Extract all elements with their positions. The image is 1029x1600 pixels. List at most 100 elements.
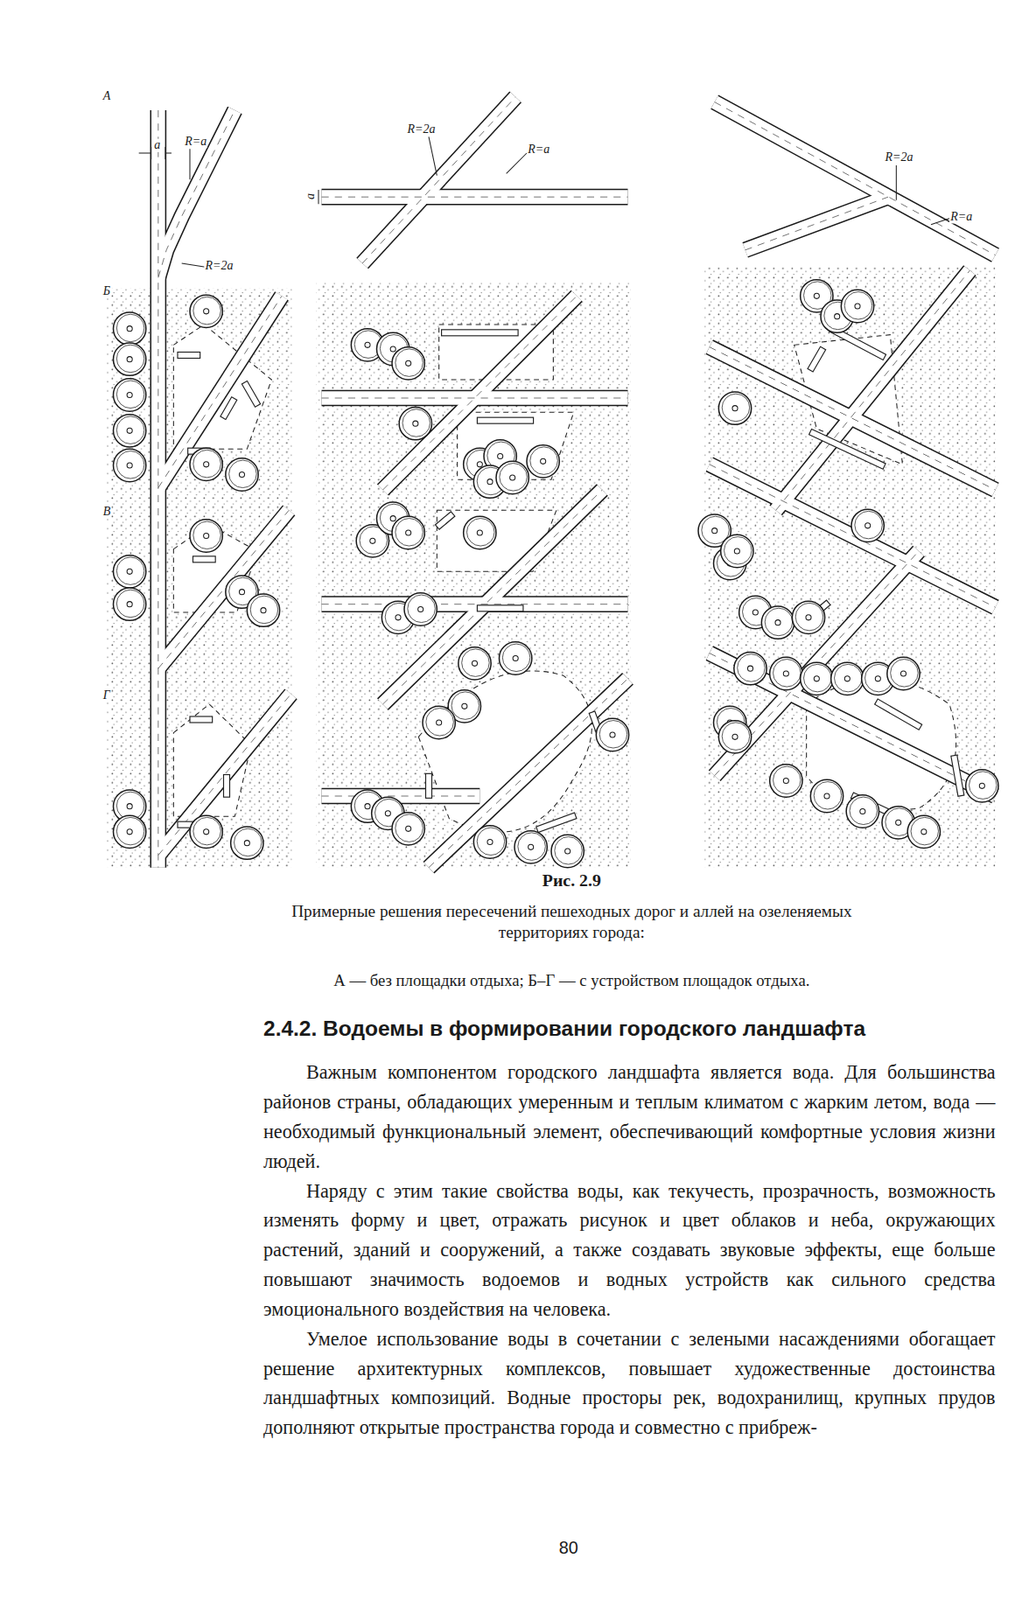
body-paragraph: Наряду с этим такие свойства воды, как т… — [263, 1176, 996, 1324]
bench-symbol — [536, 812, 577, 833]
road-axis — [776, 270, 971, 511]
grass-area — [316, 281, 631, 868]
tree-crown-inner — [395, 518, 424, 547]
road-edge — [362, 97, 516, 264]
tree-trunk — [834, 314, 840, 320]
tree-crown-inner — [795, 602, 824, 631]
tree-crown-inner — [844, 292, 873, 321]
tree-crown — [907, 815, 940, 848]
bench-symbol — [807, 346, 826, 372]
road-axis — [745, 196, 889, 251]
radius-label: R=a — [949, 210, 973, 224]
panel-letter: Б — [102, 285, 112, 299]
bench-symbol — [875, 699, 923, 730]
road-edge — [714, 102, 996, 256]
tree-crown-inner — [116, 314, 145, 343]
tree-crown — [721, 534, 754, 567]
bench-symbol — [177, 352, 201, 359]
tree-trunk — [875, 676, 881, 682]
tree-crown — [225, 458, 259, 491]
tree-trunk — [732, 734, 738, 740]
road-surface — [158, 693, 292, 855]
tree-trunk — [865, 523, 871, 529]
tree-trunk — [497, 453, 504, 459]
road-surface — [158, 295, 282, 488]
tree-trunk — [609, 732, 616, 738]
road-surface — [383, 295, 578, 490]
tree-trunk — [752, 609, 758, 616]
tree-crown — [595, 718, 629, 751]
bench-symbol — [441, 329, 519, 336]
tree-crown-inner — [116, 416, 145, 445]
tree-crown-inner — [116, 817, 145, 846]
tree-trunk — [476, 530, 483, 536]
tree-crown-inner — [764, 608, 793, 637]
tree-crown — [810, 779, 843, 812]
bench-symbol — [434, 511, 455, 530]
tree-crown-inner — [813, 782, 842, 811]
tree-crown-inner — [193, 521, 222, 550]
tree-trunk — [813, 293, 819, 299]
tree-trunk — [126, 392, 133, 398]
leader-line — [189, 148, 190, 180]
tree-trunk — [487, 839, 493, 845]
tree-crown — [392, 516, 425, 549]
tree-crown-inner — [476, 827, 505, 856]
tree-crown-inner — [234, 828, 263, 857]
tree-trunk — [783, 671, 789, 677]
tree-crown — [831, 662, 864, 695]
tree-crown — [966, 770, 999, 803]
tree-trunk — [734, 548, 740, 554]
tree-trunk — [238, 589, 245, 595]
road-edge — [709, 347, 996, 490]
road-axis — [157, 110, 159, 868]
tree-trunk — [528, 844, 534, 850]
tree-crown — [770, 657, 803, 690]
tree-crown-inner — [849, 797, 878, 826]
tree-crown — [851, 509, 884, 542]
radius-label: R=a — [526, 142, 551, 156]
bench-symbol — [476, 417, 533, 424]
tree-trunk — [406, 826, 412, 832]
tree-crown-inner — [554, 837, 583, 866]
tree-trunk — [126, 602, 133, 608]
grass-area — [704, 267, 996, 868]
tree-trunk — [203, 829, 210, 835]
tree-trunk — [512, 655, 518, 661]
road-surface — [745, 196, 889, 251]
panel-letter: В — [102, 505, 112, 519]
tree-crown-inner — [502, 644, 531, 672]
figure-caption: Примерные решения пересечений пешеходных… — [260, 900, 884, 944]
tree-trunk — [712, 528, 718, 534]
tree-crown-inner — [395, 349, 424, 378]
road-axis — [322, 398, 629, 399]
tree-crown — [800, 662, 833, 695]
tree-crown-inner — [724, 537, 753, 566]
tree-crown-inner — [116, 557, 145, 586]
tree-trunk — [126, 462, 133, 469]
tree-trunk — [413, 420, 419, 427]
tree-crown-inner — [462, 649, 490, 678]
tree-crown — [551, 834, 584, 868]
tree-crown-inner — [116, 380, 145, 409]
road-axis — [322, 603, 629, 605]
tree-trunk — [775, 620, 781, 626]
tree-crown — [761, 606, 794, 639]
tree-crown-inner — [116, 589, 145, 618]
tree-trunk — [487, 479, 493, 485]
leader-line — [317, 189, 319, 204]
tree-crown-inner — [599, 721, 628, 749]
road-axis — [158, 295, 282, 488]
body-text: Важным компонентом городского ландшафта … — [263, 1057, 996, 1443]
tree-crown — [246, 594, 280, 627]
tree-crown-inner — [969, 771, 998, 800]
road-surface — [158, 510, 289, 669]
panel-letter: Г — [102, 689, 112, 703]
tree-trunk — [406, 530, 412, 536]
tree-trunk — [476, 462, 483, 468]
road-axis — [322, 796, 481, 798]
page-number: 80 — [518, 1538, 621, 1559]
bench-symbol — [809, 428, 887, 469]
road-axis — [714, 102, 996, 256]
road-axis — [709, 347, 996, 490]
